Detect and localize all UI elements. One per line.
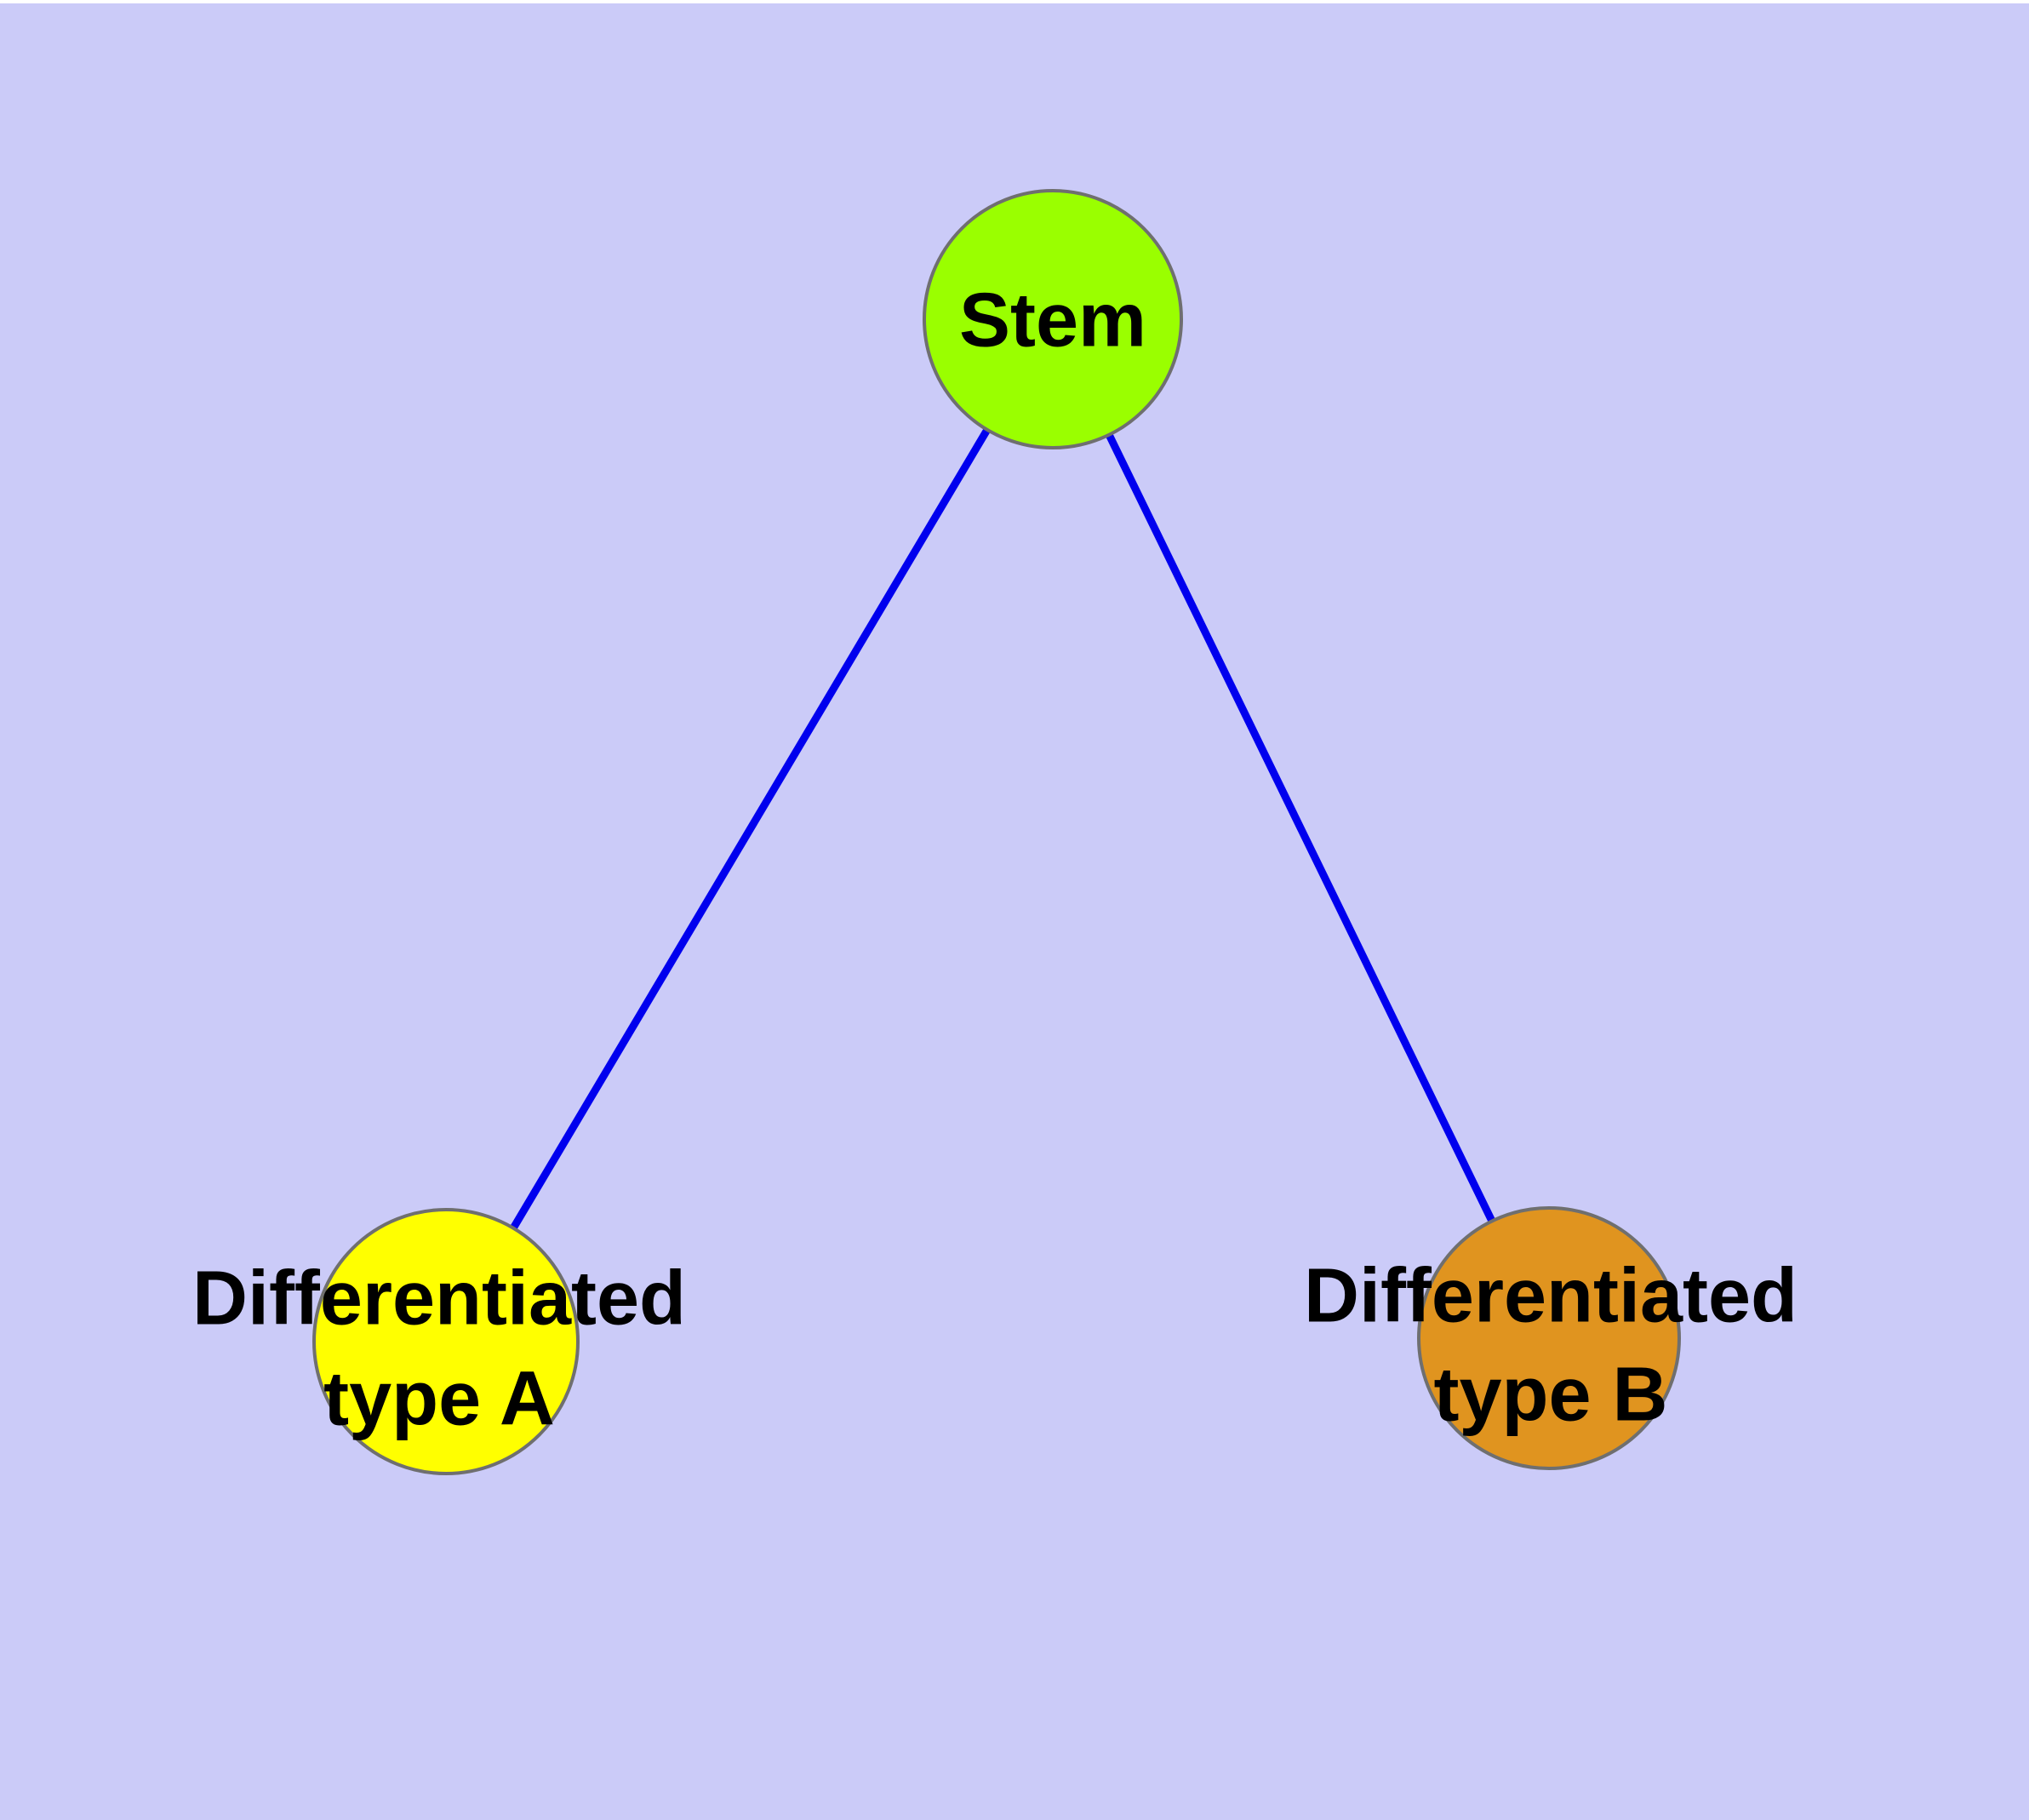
- type-a-node-circle: [312, 1208, 580, 1475]
- type-b-node-circle: [1417, 1206, 1681, 1470]
- type-b-node-label-line2: type B: [1433, 1353, 1667, 1438]
- stem-node-circle: [923, 189, 1183, 449]
- stem-node-label: Stem: [959, 278, 1146, 363]
- type-b-node-label-line1: Differentiated: [1304, 1254, 1798, 1339]
- edge-stem-to-type-b: [1049, 318, 1553, 1340]
- type-a-node-label-line2: type A: [323, 1357, 555, 1442]
- type-a-node-label-line1: Differentiated: [192, 1256, 686, 1342]
- edge-stem-to-type-a: [443, 317, 1056, 1344]
